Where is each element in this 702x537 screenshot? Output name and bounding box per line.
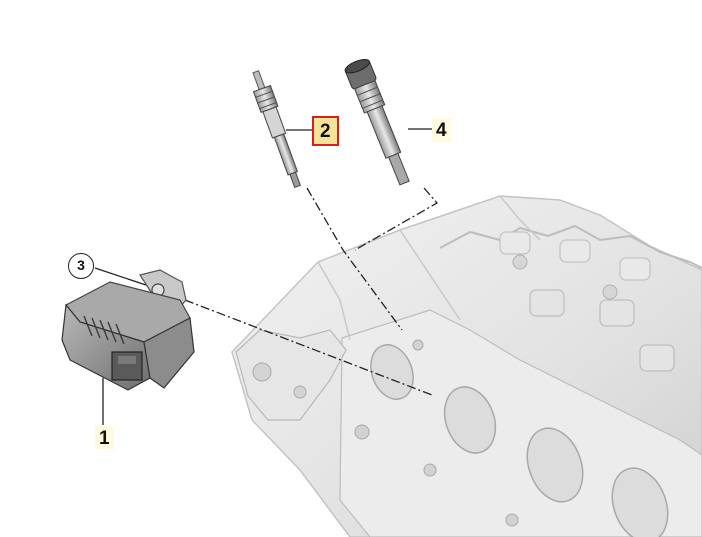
exhaust-port-2 — [443, 386, 497, 454]
glow-plug-thread — [262, 106, 287, 139]
sleeve-tip — [388, 152, 410, 186]
exhaust-port-3 — [526, 427, 584, 503]
head-rib-2 — [399, 229, 461, 321]
glow-plug-sleeve — [344, 58, 410, 186]
callout-lines — [94, 128, 432, 425]
sleeve-body — [366, 105, 402, 159]
cylinder-head-bosses — [439, 224, 702, 269]
head-bolt-hole-3 — [505, 513, 519, 527]
head-boss-5 — [599, 299, 635, 327]
leader-glow-plug-4 — [354, 187, 439, 251]
glow-plug-shaft — [273, 133, 299, 176]
head-boss-6 — [639, 344, 675, 372]
head-boss-1 — [499, 231, 531, 255]
head-rib-3 — [499, 195, 541, 241]
head-bore-top-2 — [602, 284, 618, 300]
glow-control-module — [61, 269, 195, 391]
exhaust-port-1 — [370, 344, 414, 400]
head-left-end — [235, 329, 347, 421]
callout-4[interactable]: 4 — [432, 118, 451, 142]
callout-3[interactable]: 3 — [68, 253, 94, 279]
callout-line-3 — [94, 267, 156, 289]
head-bore-top-1 — [512, 254, 528, 270]
glow-plug — [252, 70, 301, 189]
sleeve-connector-top — [344, 58, 371, 74]
head-bolt-hole-1 — [354, 424, 370, 440]
module-connector-latch — [118, 356, 136, 364]
module-fins — [83, 315, 125, 345]
head-boss-3 — [619, 257, 651, 281]
glow-plug-tip — [252, 70, 266, 91]
head-left-bore-1 — [252, 362, 272, 382]
leader-glow-plug-2 — [306, 187, 403, 331]
leader-module-1 — [184, 299, 433, 396]
head-rib-1 — [317, 261, 351, 341]
head-bolt-hole-4 — [412, 339, 424, 351]
head-bolt-hole-2 — [423, 463, 437, 477]
head-front-face — [339, 309, 702, 537]
glow-plug-heater — [289, 171, 301, 189]
callout-2-highlighted[interactable]: 2 — [312, 116, 339, 146]
leader-lines — [184, 187, 439, 396]
cylinder-head — [231, 195, 702, 537]
callout-1[interactable]: 1 — [95, 426, 114, 450]
exhaust-port-4 — [611, 467, 669, 537]
head-boss-4 — [529, 289, 565, 317]
module-side — [143, 317, 195, 389]
head-left-bore-2 — [293, 385, 307, 399]
head-boss-2 — [559, 239, 591, 263]
